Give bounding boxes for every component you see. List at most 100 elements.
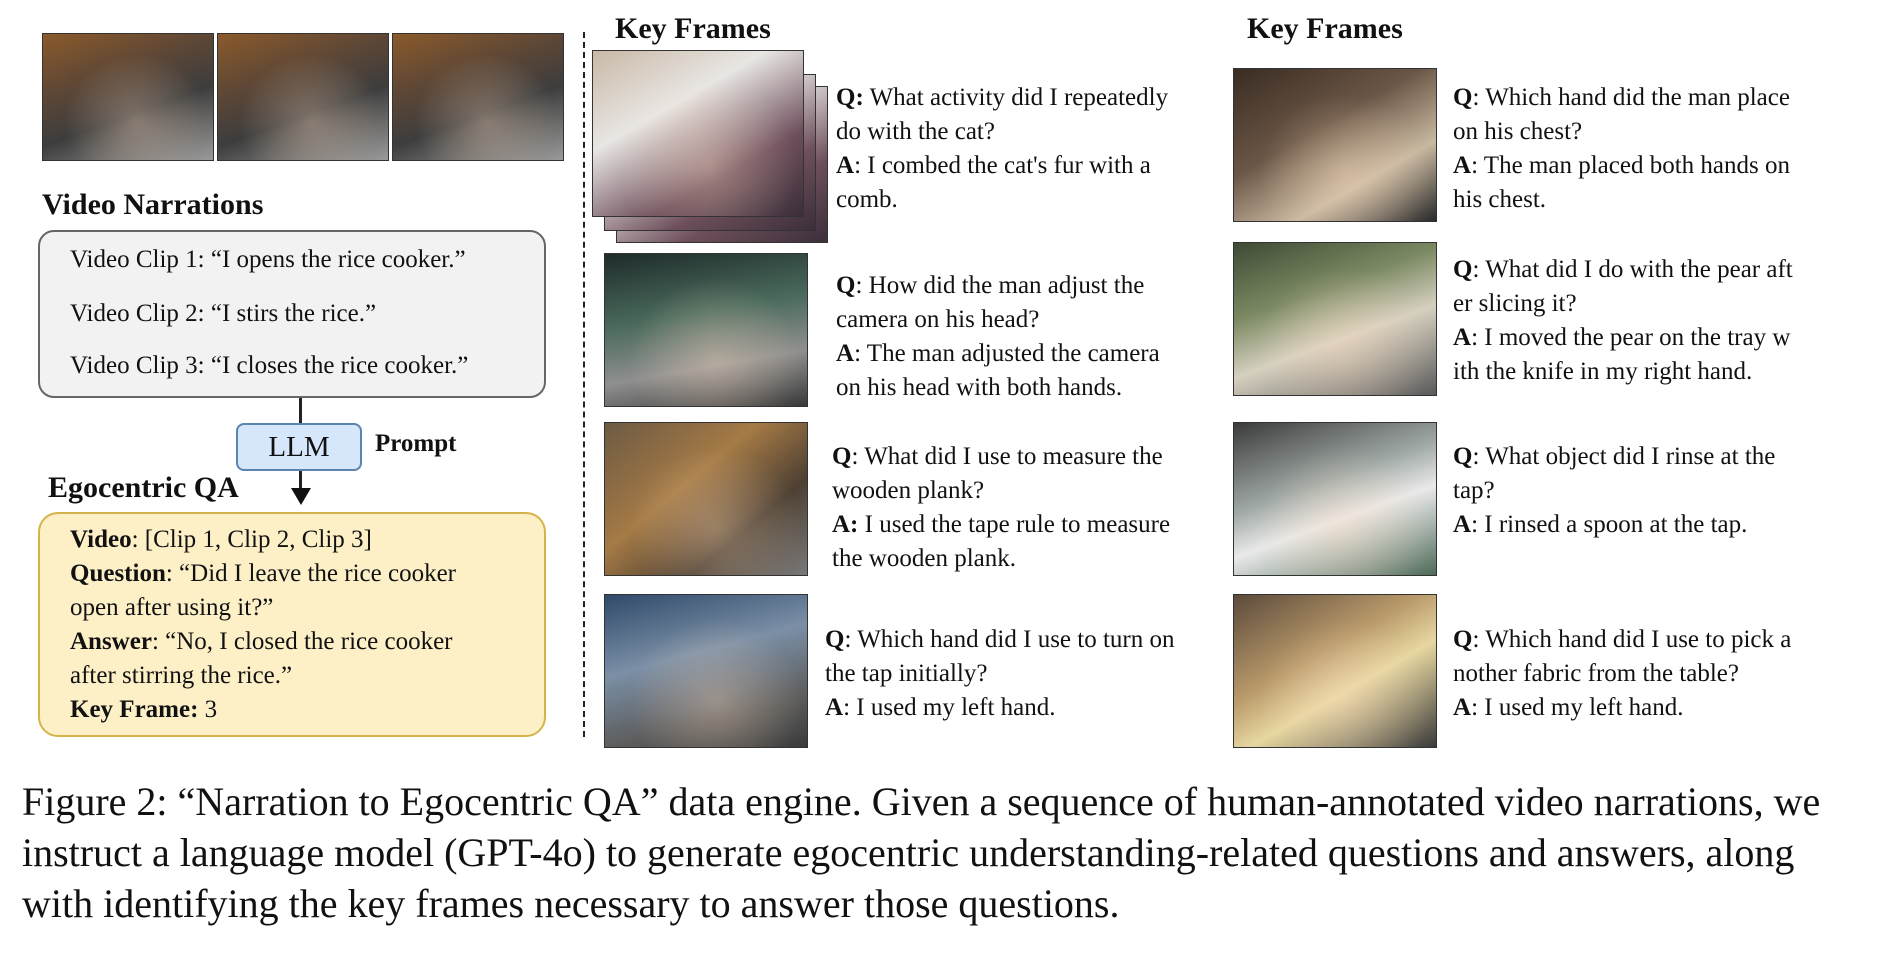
a-text-1: : I rinsed a spoon at the tap. [1471, 511, 1748, 538]
q-label: Q [1453, 443, 1473, 470]
a-text-1: I used the tape rule to measure [858, 511, 1171, 538]
a-label: A: [832, 511, 859, 538]
question-line-2: camera on his head? [836, 306, 1040, 333]
answer-line-2: the wooden plank. [832, 545, 1016, 572]
answer-line: A: I combed the cat's fur with a [836, 149, 1168, 183]
key-frame-rinse [1233, 422, 1437, 576]
figure-caption: Figure 2: “Narration to Egocentric QA” d… [22, 779, 1821, 926]
answer-label: Answer [70, 628, 152, 655]
a-text-1: : I used my left hand. [843, 694, 1056, 721]
video-clip-2-frame [217, 33, 389, 161]
narrations-box: Video Clip 1: “I opens the rice cooker.”… [38, 230, 546, 398]
qa-question-line-2: open after using it?” [70, 594, 274, 621]
video-clip-1-frame [42, 33, 214, 161]
question-line: Q: What object did I rinse at the [1453, 440, 1775, 474]
prompt-label: Prompt [375, 430, 457, 457]
key-frame-tap [604, 594, 808, 748]
qa-video-line: Video: [Clip 1, Clip 2, Clip 3] [70, 526, 372, 554]
q-label: Q [825, 626, 845, 653]
narration-clip-3: Video Clip 3: “I closes the rice cooker.… [70, 352, 469, 379]
question-line-2: do with the cat? [836, 118, 995, 145]
connector-line-bottom [299, 471, 302, 489]
question-line-2: nother fabric from the table? [1453, 660, 1739, 687]
qa-answer-line-2: after stirring the rice.” [70, 662, 293, 689]
question-value-1: : “Did I leave the rice cooker [165, 560, 456, 587]
a-label: A [1453, 152, 1472, 179]
question-line-2: wooden plank? [832, 477, 985, 504]
question-line-2: tap? [1453, 477, 1495, 504]
video-narrations-heading: Video Narrations [42, 188, 264, 221]
keyframe-value: 3 [198, 696, 218, 723]
a-text-1: : I combed the cat's fur with a [854, 152, 1151, 179]
answer-line: A: The man adjusted the camera [836, 337, 1160, 371]
question-line: Q: What activity did I repeatedly [836, 81, 1168, 115]
q-text-1: : How did the man adjust the [855, 272, 1145, 299]
q-text-1: : What did I do with the pear aft [1472, 256, 1793, 283]
q-label: Q [836, 272, 856, 299]
egocentric-qa-heading: Egocentric QA [48, 471, 239, 504]
answer-line-2: comb. [836, 186, 898, 213]
answer-line: A: I used my left hand. [825, 691, 1175, 725]
a-text-1: : The man placed both hands on [1471, 152, 1790, 179]
qa-item-chest: Q: Which hand did the man place on his c… [1453, 81, 1790, 217]
question-line-2: the tap initially? [825, 660, 988, 687]
q-label: Q: [836, 84, 864, 111]
question-line: Q: How did the man adjust the [836, 269, 1160, 303]
key-frames-heading-middle: Key Frames [615, 12, 771, 45]
question-line: Q: Which hand did I use to turn on [825, 623, 1175, 657]
question-line: Q: Which hand did the man place [1453, 81, 1790, 115]
q-text-1: What activity did I repeatedly [863, 84, 1169, 111]
a-text-1: : I used my left hand. [1471, 694, 1684, 721]
connector-line-top [299, 398, 302, 423]
answer-value-1: : “No, I closed the rice cooker [151, 628, 453, 655]
q-text-1: : What did I use to measure the [851, 443, 1163, 470]
q-text-1: : Which hand did I use to pick a [1472, 626, 1792, 653]
video-value: : [Clip 1, Clip 2, Clip 3] [131, 526, 372, 553]
key-frames-heading-right: Key Frames [1247, 12, 1403, 45]
q-label: Q [1453, 256, 1473, 283]
qa-item-tap: Q: Which hand did I use to turn on the t… [825, 623, 1175, 725]
answer-line: A: I used my left hand. [1453, 691, 1791, 725]
qa-answer-line-1: Answer: “No, I closed the rice cooker [70, 628, 453, 656]
q-text-1: : What object did I rinse at the [1472, 443, 1776, 470]
qa-item-cat: Q: What activity did I repeatedly do wit… [836, 81, 1168, 217]
key-frame-chest [1233, 68, 1437, 222]
video-clip-3-frame [392, 33, 564, 161]
key-frame-cat [592, 50, 804, 217]
q-text-1: : Which hand did I use to turn on [844, 626, 1175, 653]
answer-line-2: on his head with both hands. [836, 374, 1123, 401]
a-text-1: : The man adjusted the camera [854, 340, 1160, 367]
a-label: A [825, 694, 844, 721]
key-frame-plank [604, 422, 808, 576]
narration-clip-2: Video Clip 2: “I stirs the rice.” [70, 300, 377, 327]
a-label: A [1453, 324, 1472, 351]
down-arrow-icon [291, 488, 311, 505]
key-frame-pear [1233, 242, 1437, 396]
question-line-2: on his chest? [1453, 118, 1583, 145]
dashed-divider [583, 32, 585, 737]
qa-keyframe-line: Key Frame: 3 [70, 696, 217, 724]
llm-box: LLM [236, 423, 362, 471]
video-label: Video [70, 526, 132, 553]
answer-line: A: I rinsed a spoon at the tap. [1453, 508, 1775, 542]
answer-line: A: The man placed both hands on [1453, 149, 1790, 183]
qa-item-fabric: Q: Which hand did I use to pick a nother… [1453, 623, 1791, 725]
qa-item-pear: Q: What did I do with the pear aft er sl… [1453, 253, 1793, 389]
q-label: Q [1453, 84, 1473, 111]
q-label: Q [832, 443, 852, 470]
answer-line: A: I moved the pear on the tray w [1453, 321, 1793, 355]
answer-line-2: his chest. [1453, 186, 1547, 213]
qa-item-camera: Q: How did the man adjust the camera on … [836, 269, 1160, 405]
a-text-1: : I moved the pear on the tray w [1471, 324, 1791, 351]
a-label: A [1453, 511, 1472, 538]
answer-line: A: I used the tape rule to measure [832, 508, 1170, 542]
qa-item-plank: Q: What did I use to measure the wooden … [832, 440, 1170, 576]
key-frame-fabric [1233, 594, 1437, 748]
qa-item-rinse: Q: What object did I rinse at the tap? A… [1453, 440, 1775, 542]
q-text-1: : Which hand did the man place [1472, 84, 1790, 111]
qa-question-line-1: Question: “Did I leave the rice cooker [70, 560, 456, 588]
q-label: Q [1453, 626, 1473, 653]
a-label: A [836, 340, 855, 367]
key-frame-camera [604, 253, 808, 407]
egocentric-qa-box: Video: [Clip 1, Clip 2, Clip 3] Question… [38, 512, 546, 737]
